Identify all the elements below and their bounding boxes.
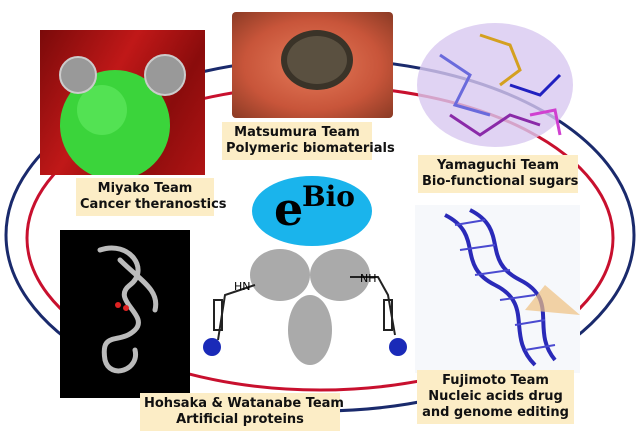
logo-main: e [274, 182, 304, 236]
team-topic-2: and genome editing [422, 405, 569, 420]
matsumura-image [232, 12, 393, 118]
yamaguchi-label: Yamaguchi Team Bio-functional sugars [418, 155, 578, 193]
team-topic: Cancer theranostics [80, 197, 227, 212]
amine-left: HN [234, 280, 251, 293]
team-topic: Polymeric biomaterials [226, 141, 395, 156]
matsumura-label: Matsumura Team Polymeric biomaterials [222, 122, 395, 160]
antibody-image: HN NH [200, 235, 420, 385]
team-name: Matsumura Team [234, 125, 360, 140]
team-topic: Bio-functional sugars [422, 174, 579, 189]
yamaguchi-image [410, 15, 575, 155]
hohsaka-label: Hohsaka & Watanabe Team Artificial prote… [140, 393, 344, 431]
team-name: Fujimoto Team [442, 373, 549, 388]
fujimoto-label: Fujimoto Team Nucleic acids drug and gen… [417, 370, 574, 424]
team-name: Hohsaka & Watanabe Team [144, 396, 344, 411]
hohsaka-image [60, 230, 190, 398]
miyako-image [40, 30, 205, 175]
team-topic: Artificial proteins [176, 412, 304, 427]
miyako-label: Miyako Team Cancer theranostics [76, 178, 227, 216]
team-topic: Nucleic acids drug [428, 389, 563, 404]
ebio-logo: e Bio [252, 176, 372, 246]
team-name: Miyako Team [97, 181, 193, 196]
logo-superscript: Bio [302, 180, 355, 213]
team-name: Yamaguchi Team [436, 158, 560, 173]
fujimoto-image [415, 205, 580, 373]
amine-right: NH [360, 272, 377, 285]
